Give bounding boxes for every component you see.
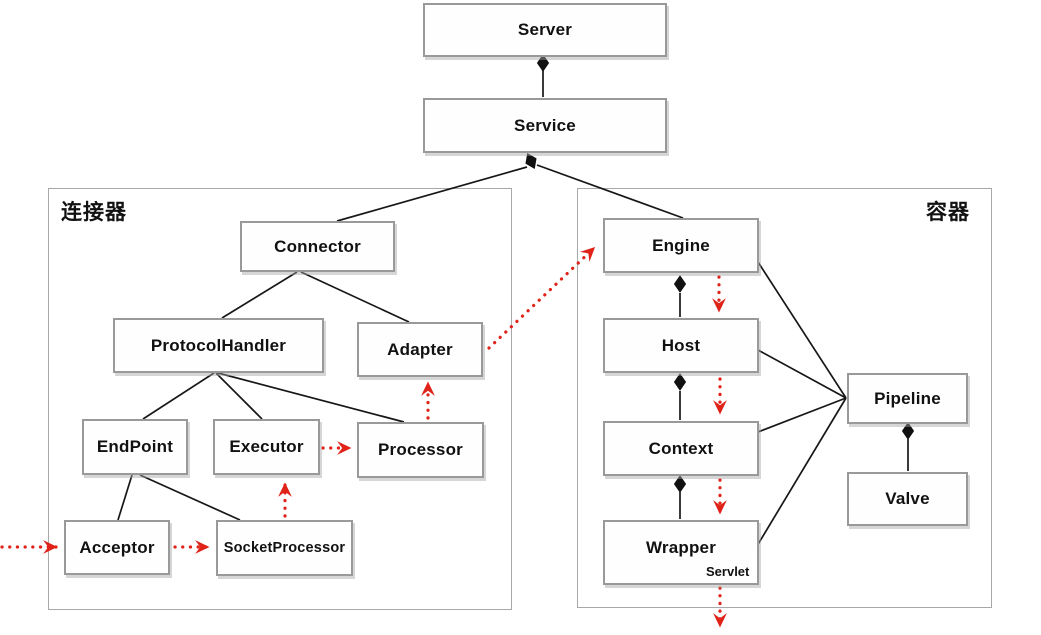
node-endpoint-label: EndPoint [96, 437, 174, 456]
node-engine: Engine [603, 218, 759, 273]
composition-diamond-server [536, 54, 550, 72]
node-context-label: Context [648, 438, 714, 458]
node-service: Service [423, 98, 667, 153]
container-region-label: 容器 [926, 201, 970, 224]
node-host: Host [603, 318, 759, 373]
node-acceptor: Acceptor [64, 520, 170, 575]
node-adapter: Adapter [357, 322, 483, 377]
node-socket-processor: SocketProcessor [216, 520, 353, 576]
node-processor: Processor [357, 422, 484, 478]
node-protocol-handler: ProtocolHandler [113, 318, 324, 373]
node-protocol-handler-label: ProtocolHandler [150, 335, 287, 355]
node-valve-label: Valve [885, 489, 930, 508]
node-executor-label: Executor [229, 437, 304, 456]
node-executor: Executor [213, 419, 320, 475]
node-context: Context [603, 421, 759, 476]
node-valve: Valve [847, 472, 968, 526]
node-acceptor-label: Acceptor [79, 537, 155, 557]
composition-diamond-service [525, 152, 537, 170]
node-connector: Connector [240, 221, 395, 272]
node-host-label: Host [661, 335, 701, 355]
node-endpoint: EndPoint [82, 419, 188, 475]
node-connector-label: Connector [274, 236, 361, 256]
node-pipeline: Pipeline [847, 373, 968, 424]
node-pipeline-label: Pipeline [874, 388, 941, 408]
node-socket-processor-label: SocketProcessor [223, 540, 346, 556]
node-service-label: Service [514, 115, 576, 135]
node-server: Server [423, 3, 667, 57]
node-engine-label: Engine [652, 235, 710, 255]
connector-region-label: 连接器 [61, 201, 127, 224]
node-server-label: Server [517, 20, 573, 39]
node-adapter-label: Adapter [387, 339, 453, 359]
node-wrapper-label: Wrapper [645, 538, 717, 557]
node-processor-label: Processor [378, 440, 463, 459]
node-wrapper: Wrapper [603, 520, 759, 585]
servlet-label: Servlet [706, 564, 750, 579]
